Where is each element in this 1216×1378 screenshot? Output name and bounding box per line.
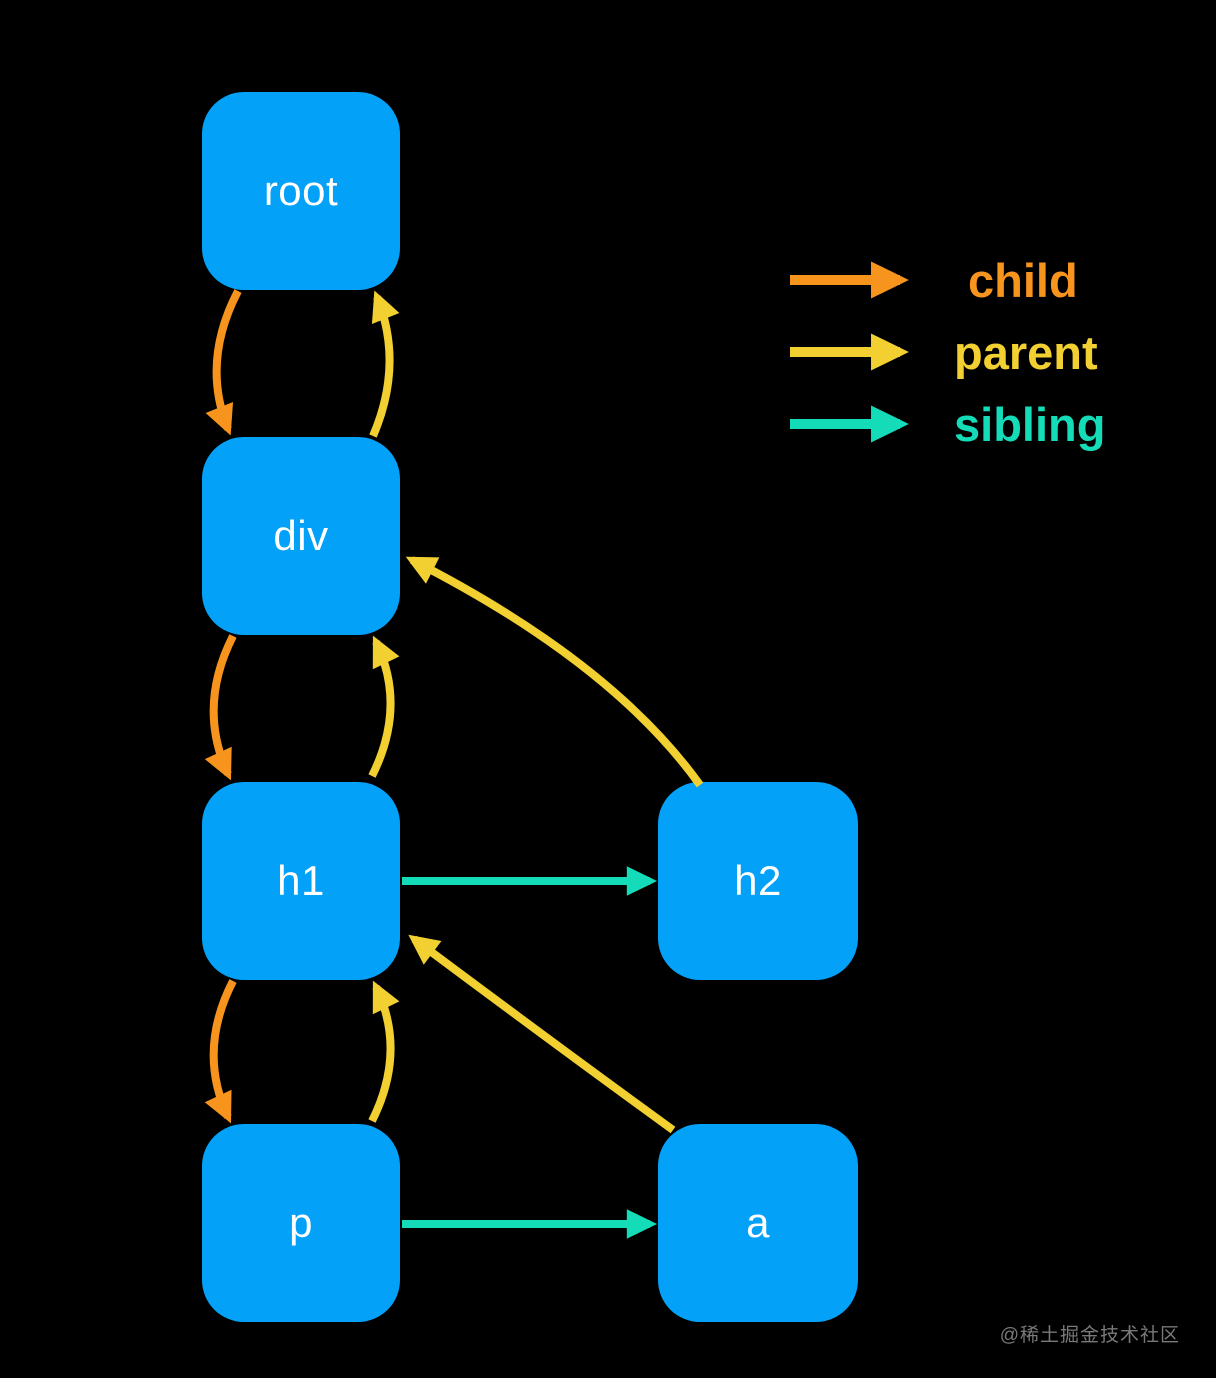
node-p: p bbox=[202, 1124, 400, 1322]
edge-h1-to-p-child bbox=[204, 979, 237, 1124]
legend-label-sibling: sibling bbox=[954, 397, 1106, 451]
child-arrow-icon bbox=[790, 261, 909, 299]
node-a: a bbox=[658, 1124, 858, 1322]
node-h2: h2 bbox=[658, 782, 858, 980]
parent-arrow-icon bbox=[790, 333, 909, 371]
edge-a-to-h1-parent bbox=[408, 934, 676, 1134]
node-div-label: div bbox=[273, 512, 329, 559]
legend-row-sibling: sibling bbox=[788, 388, 1105, 460]
edge-div-to-root-parent bbox=[369, 290, 400, 438]
sibling-arrow-icon bbox=[790, 405, 909, 443]
watermark: @稀土掘金技术社区 bbox=[999, 1325, 1180, 1346]
edge-div-to-h1-child bbox=[204, 634, 237, 781]
edge-p-to-h1-parent bbox=[368, 980, 400, 1123]
legend: child parent sibling bbox=[788, 244, 1105, 460]
node-a-label: a bbox=[746, 1199, 770, 1246]
edge-h1-to-div-parent bbox=[368, 635, 400, 778]
node-root-label: root bbox=[263, 167, 339, 214]
node-div: div bbox=[202, 437, 400, 635]
node-h2-label: h2 bbox=[734, 857, 782, 904]
legend-row-child: child bbox=[788, 244, 1105, 316]
edge-root-to-div-child bbox=[205, 289, 242, 436]
node-h1-label: h1 bbox=[277, 857, 325, 904]
legend-label-parent: parent bbox=[954, 325, 1098, 379]
legend-row-parent: parent bbox=[788, 316, 1105, 388]
edge-h2-to-div-parent bbox=[405, 556, 704, 788]
node-root: root bbox=[202, 92, 400, 290]
legend-label-child: child bbox=[968, 253, 1078, 307]
node-p-label: p bbox=[289, 1199, 313, 1246]
node-h1: h1 bbox=[202, 782, 400, 980]
